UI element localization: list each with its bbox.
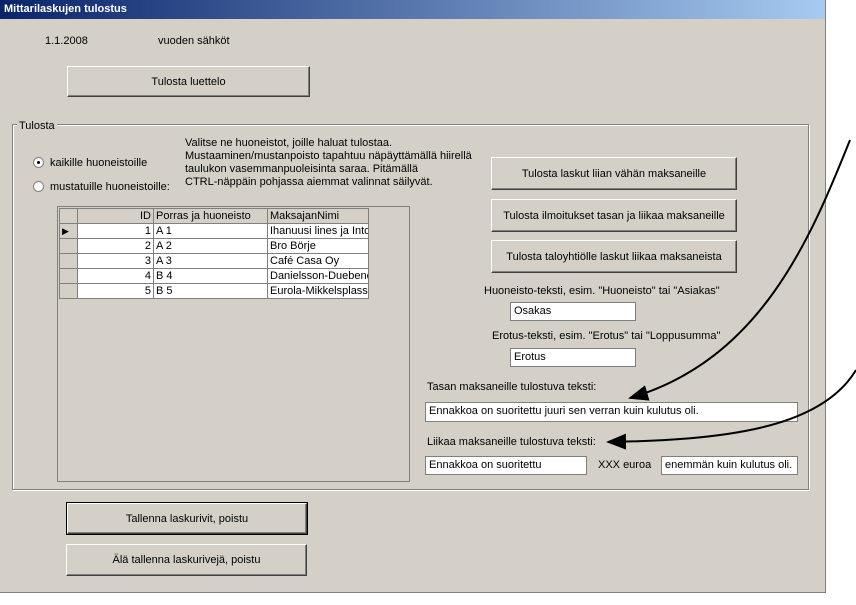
table-header-row: ID Porras ja huoneisto MaksajanNimi [59,208,369,224]
cell-id[interactable]: 3 [77,253,154,269]
date-label: 1.1.2008 [45,35,88,47]
arrow-to-overpayers-text [606,369,856,450]
overpayers-text-input-1[interactable]: Ennakkoa on suoritettu [425,456,587,475]
table-row[interactable]: 3 A 3 Café Casa Oy [59,253,369,269]
cell-porras[interactable]: A 1 [153,223,268,239]
annotation-arrows [606,139,856,450]
arrow-to-exact-text [628,139,851,401]
window-title: Mittarilaskujen tulostus [4,3,127,15]
column-header-porras[interactable]: Porras ja huoneisto [153,208,268,224]
column-header-id[interactable]: ID [77,208,154,224]
print-group-label: Tulosta [17,120,57,132]
print-groupbox [12,124,809,490]
difference-text-input[interactable]: Erotus [510,348,636,367]
apartment-table: ID Porras ja huoneisto MaksajanNimi ▶ 1 … [59,208,369,299]
instructions-text: Valitse ne huoneistot, joille haluat tul… [185,137,472,188]
overpayers-label: Liikaa maksaneille tulostuva teksti: [427,436,596,448]
table-row[interactable]: 5 B 5 Eurola-Mikkelsplass I [59,283,369,299]
cell-id[interactable]: 4 [77,268,154,284]
cell-nimi[interactable]: Eurola-Mikkelsplass I [267,283,369,299]
overpayers-amount-text: XXX euroa [598,459,652,471]
exact-payers-text-input[interactable]: Ennakkoa on suoritettu juuri sen verran … [425,402,798,422]
row-selector[interactable] [59,238,78,254]
radio-marked-apartments[interactable] [33,181,44,192]
apartment-text-label: Huoneisto-teksti, esim. "Huoneisto" tai … [484,285,720,297]
cell-porras[interactable]: A 3 [153,253,268,269]
cell-porras[interactable]: A 2 [153,238,268,254]
row-selector[interactable] [59,253,78,269]
apartment-text-input[interactable]: Osakas [510,302,636,321]
cell-porras[interactable]: B 4 [153,268,268,284]
table-row[interactable]: ▶ 1 A 1 Ihanuusi lines ja Into [59,223,369,239]
selector-header [59,208,78,224]
row-selector[interactable]: ▶ [59,223,78,239]
exact-payers-label: Tasan maksaneille tulostuva teksti: [427,381,597,393]
cell-id[interactable]: 2 [77,238,154,254]
year-caption: vuoden sähköt [158,35,230,47]
cell-id[interactable]: 1 [77,223,154,239]
print-list-button[interactable]: Tulosta luettelo [67,66,310,97]
radio-all-label: kaikille huoneistoille [50,157,148,169]
cell-id[interactable]: 5 [77,283,154,299]
row-selector[interactable] [59,283,78,299]
column-header-nimi[interactable]: MaksajanNimi [267,208,369,224]
cell-nimi[interactable]: Danielsson-Duebenc [267,268,369,284]
row-selector[interactable] [59,268,78,284]
table-row[interactable]: 2 A 2 Bro Börje [59,238,369,254]
radio-marked-label: mustatuille huoneistoille: [50,181,170,193]
difference-text-label: Erotus-teksti, esim. "Erotus" tai "Loppu… [492,330,721,342]
print-notices-button[interactable]: Tulosta ilmoitukset tasan ja liikaa maks… [491,199,737,232]
title-bar: Mittarilaskujen tulostus [0,0,825,19]
radio-all-apartments[interactable] [33,157,44,168]
print-association-button[interactable]: Tulosta taloyhtiölle laskut liikaa maksa… [491,240,737,273]
nosave-exit-button[interactable]: Älä tallenna laskurivejä, poistu [66,544,307,576]
print-underpaid-button[interactable]: Tulosta laskut liian vähän maksaneille [491,157,737,190]
cell-porras[interactable]: B 5 [153,283,268,299]
cell-nimi[interactable]: Café Casa Oy [267,253,369,269]
current-row-arrow-icon: ▶ [62,226,69,236]
main-window: Mittarilaskujen tulostus 1.1.2008 vuoden… [0,0,826,593]
cell-nimi[interactable]: Bro Börje [267,238,369,254]
overpayers-text-input-2[interactable]: enemmän kuin kulutus oli. [661,456,798,475]
table-row[interactable]: 4 B 4 Danielsson-Duebenc [59,268,369,284]
cell-nimi[interactable]: Ihanuusi lines ja Into [267,223,369,239]
save-exit-button[interactable]: Tallenna laskurivit, poistu [66,502,308,535]
